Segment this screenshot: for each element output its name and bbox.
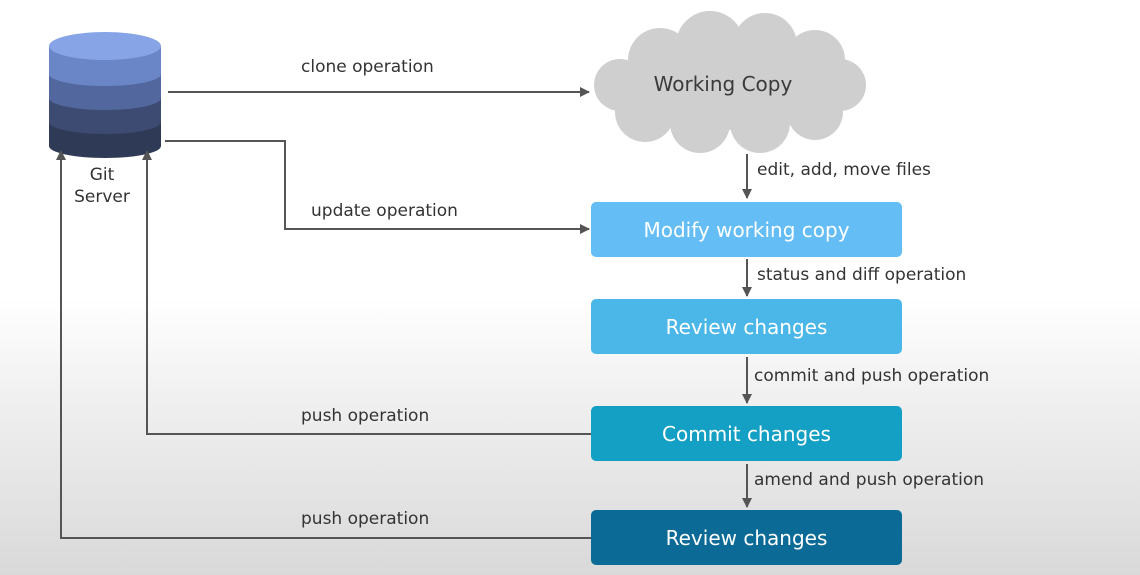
update-arrow bbox=[165, 140, 590, 234]
edit-files-label: edit, add, move files bbox=[757, 160, 931, 180]
git-server-line2: Server bbox=[74, 187, 130, 207]
modify-working-copy-box: Modify working copy bbox=[591, 202, 902, 257]
git-server-line1: Git bbox=[89, 165, 115, 185]
amend-push-label: amend and push operation bbox=[754, 470, 985, 490]
review-changes-box-2: Review changes bbox=[591, 510, 902, 565]
commit-changes-box: Commit changes bbox=[591, 406, 902, 461]
commit-push-label: commit and push operation bbox=[754, 366, 990, 386]
review-changes-box-1: Review changes bbox=[591, 299, 902, 354]
clone-operation-label: clone operation bbox=[301, 57, 434, 77]
git-server-label: Git Server bbox=[62, 164, 142, 208]
database-icon bbox=[49, 32, 161, 158]
status-diff-label: status and diff operation bbox=[757, 265, 967, 285]
push-operation-label-1: push operation bbox=[301, 406, 430, 426]
cloud-shape bbox=[594, 11, 866, 153]
update-operation-label: update operation bbox=[311, 201, 458, 221]
push-arrow-1 bbox=[142, 150, 591, 435]
working-copy-label: Working Copy bbox=[653, 72, 793, 96]
push-arrow-2 bbox=[56, 150, 591, 539]
push-operation-label-2: push operation bbox=[301, 509, 430, 529]
